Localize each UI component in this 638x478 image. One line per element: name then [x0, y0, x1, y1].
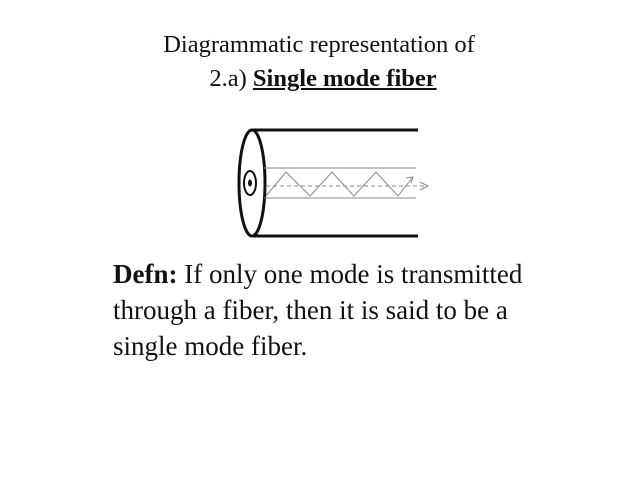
ray-arrowhead: [405, 176, 414, 184]
definition-text-1: If only one mode is transmitted: [177, 259, 523, 289]
definition-line-3: single mode fiber.: [113, 331, 308, 361]
axis-arrowhead: [419, 181, 430, 191]
definition-line-1: Defn: If only one mode is transmitted: [113, 256, 623, 292]
fiber-diagram: [226, 120, 436, 244]
definition-line-2: through a fiber, then it is said to be a: [113, 295, 508, 325]
title-emphasis: Single mode fiber: [252, 65, 437, 92]
definition-paragraph: Defn: If only one mode is transmitted th…: [113, 256, 623, 364]
light-ray-zigzag: [265, 171, 413, 197]
single-mode-fiber-icon: [237, 128, 430, 238]
fiber-cladding-ring: [243, 170, 257, 196]
title-prefix: 2.a): [209, 65, 253, 92]
slide-title-line-1: Diagrammatic representation of: [163, 31, 475, 58]
fiber-core-dot: [248, 179, 252, 187]
slide-title-line-2: 2.a) Single mode fiber: [4, 62, 638, 96]
definition-term: Defn:: [113, 259, 178, 289]
